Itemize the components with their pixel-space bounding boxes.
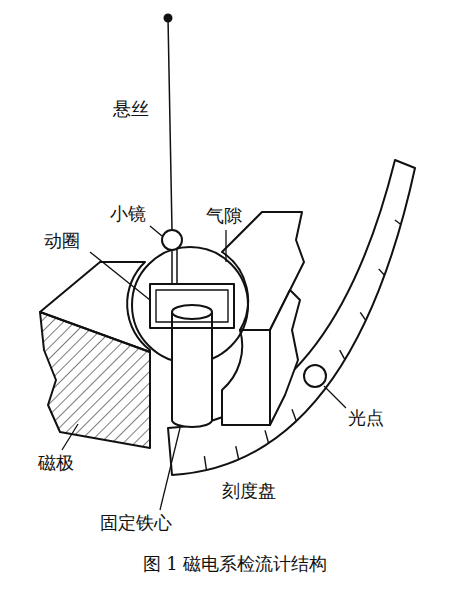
mirror [162,230,182,250]
leader-line [62,424,78,450]
moving-coil [150,284,234,328]
suspension-point [165,15,172,22]
scale-band [168,160,415,475]
suspension-wire [168,18,172,230]
part-label: 刻度盘 [222,480,276,502]
scale-ticks [204,220,401,470]
part-label: 固定铁心 [100,512,172,534]
pole-front [222,330,270,425]
leader-line [225,230,226,262]
part-label: 悬丝 [113,98,149,120]
iron-core [172,312,212,427]
part-label: 动圈 [44,230,80,252]
coil-wire [176,249,178,284]
part-label: 光点 [348,407,384,429]
leader-line [160,428,180,510]
part-label: 小镜 [110,203,146,225]
leader-line [150,226,162,236]
light-spot [304,365,326,387]
figure-caption: 图 1 磁电系检流计结构 [40,552,430,576]
pole-side [270,290,300,425]
leader-line [324,386,346,408]
iron-core-top [172,305,212,319]
coil-wire [171,250,173,284]
moving-coil [156,290,228,322]
part-label: 气隙 [206,205,242,227]
part-label: 磁极 [38,452,74,474]
pole-front [40,312,150,448]
leader-line [90,252,150,300]
